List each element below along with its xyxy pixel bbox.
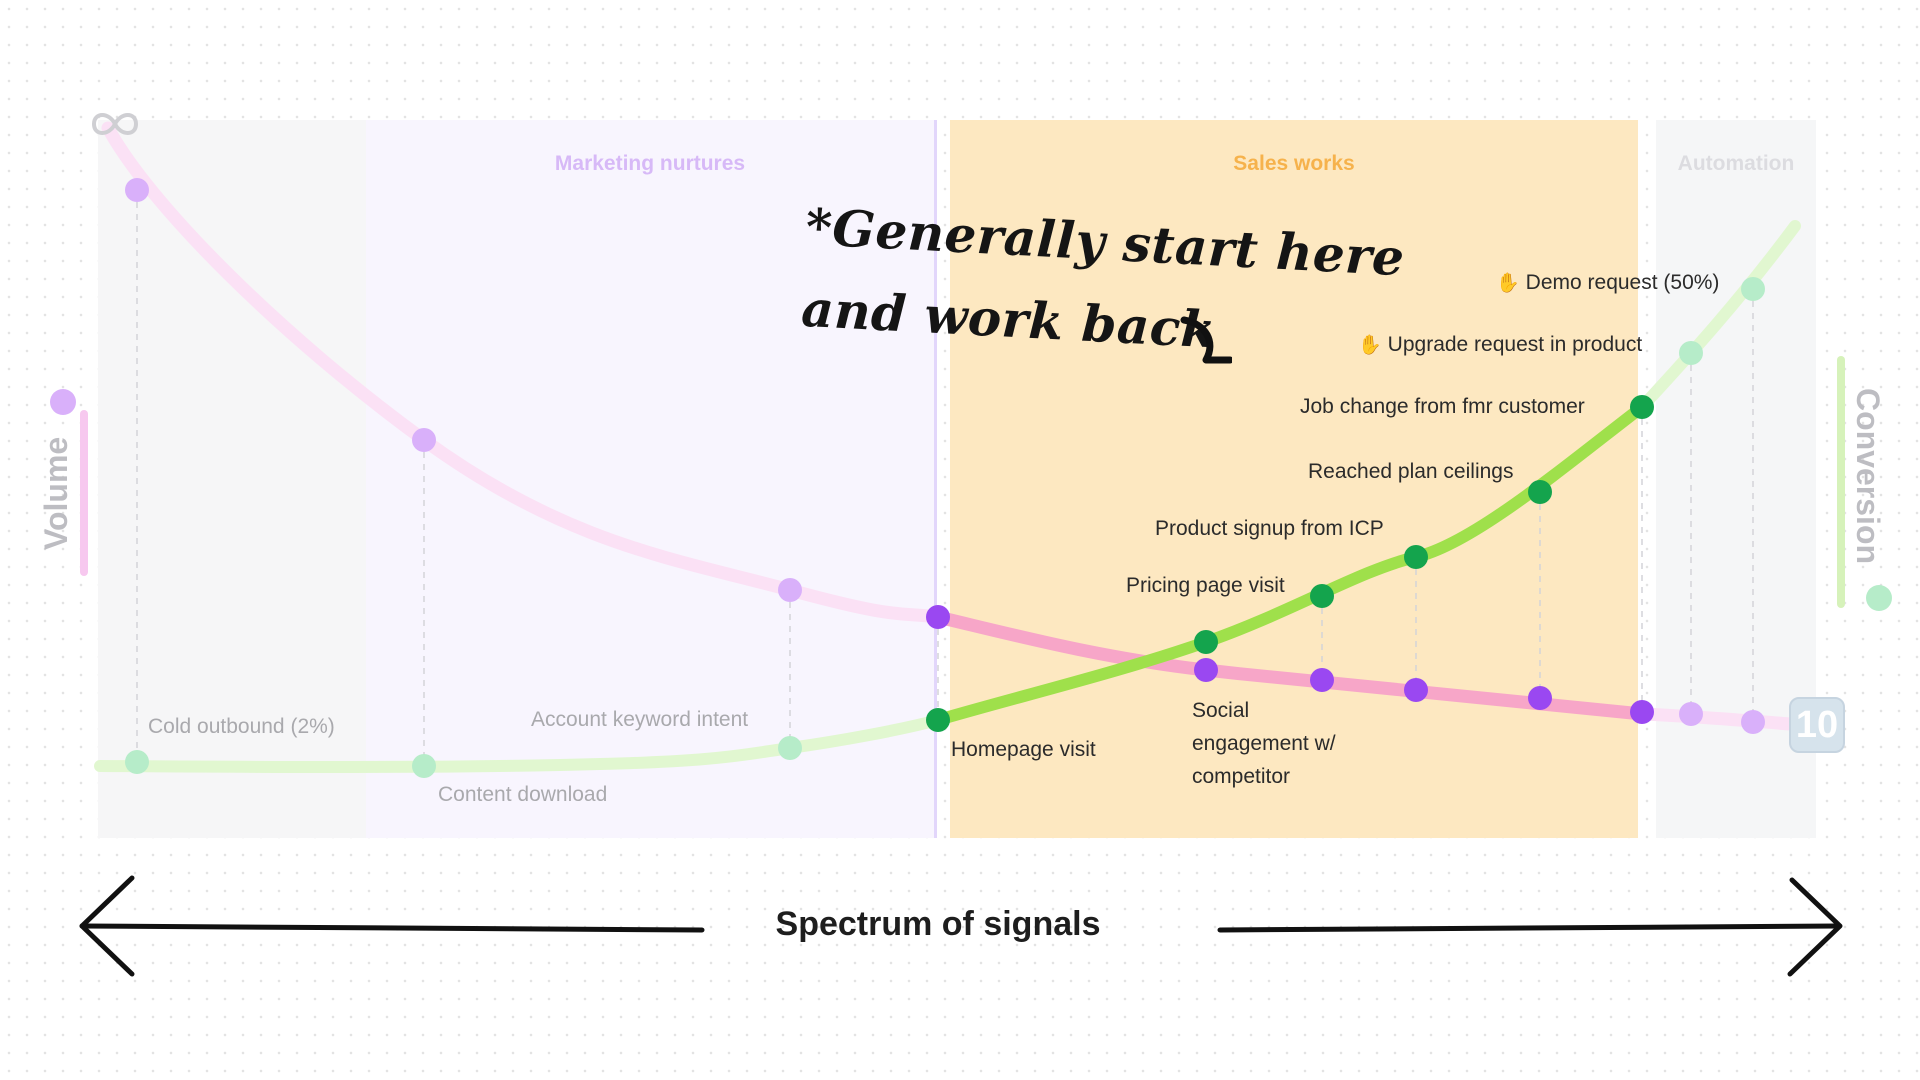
conversion-curve-tail xyxy=(1636,220,1801,413)
conversion-point-keyword-intent xyxy=(778,736,802,760)
right-arrow-icon xyxy=(1787,877,1843,977)
signal-label-pricing-page-visit: Pricing page visit xyxy=(1126,574,1285,597)
volume-curve-sales xyxy=(931,610,1649,721)
conversion-axis-label: Conversion xyxy=(1850,388,1886,565)
conversion-point-demo xyxy=(1741,277,1765,301)
spectrum-double-arrow xyxy=(79,875,1843,977)
conversion-point-signup xyxy=(1404,545,1428,569)
conversion-legend-dot xyxy=(1866,585,1892,611)
volume-point-homepage xyxy=(926,605,950,629)
spectrum-title: Spectrum of signals xyxy=(775,905,1101,943)
volume-point-signup xyxy=(1404,678,1428,702)
signal-label-cold-outbound: Cold outbound (2%) xyxy=(148,715,335,738)
conversion-curve-faded xyxy=(94,714,944,773)
zone-marketing-label: Marketing nurtures xyxy=(554,152,746,175)
conversion-point-social xyxy=(1194,630,1218,654)
zone-automation-label: Automation xyxy=(1677,152,1795,175)
right-arrow-shaft xyxy=(1217,923,1841,933)
volume-point-upgrade xyxy=(1679,702,1703,726)
volume-legend-dot xyxy=(50,389,76,415)
conversion-axis-bar xyxy=(1837,356,1845,608)
volume-point-demo xyxy=(1741,710,1765,734)
conversion-point-cold-outbound xyxy=(125,750,149,774)
signal-label-job-change: Job change from fmr customer xyxy=(1300,395,1585,418)
volume-axis: Volume xyxy=(38,400,78,560)
handwritten-note: *Generally start here and work back xyxy=(799,186,1406,381)
volume-axis-bar xyxy=(80,410,88,576)
volume-point-plan-ceilings xyxy=(1528,686,1552,710)
raised-hand-icon: ✋ xyxy=(1496,273,1520,294)
raised-hand-icon: ✋ xyxy=(1358,335,1382,356)
curved-arrow-icon xyxy=(1180,316,1232,364)
signal-label-social-engagement: Social engagement w/ competitor xyxy=(1192,699,1336,788)
volume-point-social xyxy=(1194,658,1218,682)
volume-curve-tail xyxy=(1635,707,1797,731)
conversion-point-content-download xyxy=(412,754,436,778)
volume-points xyxy=(125,178,1765,734)
conversion-point-job-change xyxy=(1630,395,1654,419)
zone-unlabeled xyxy=(98,120,366,838)
conversion-point-plan-ceilings xyxy=(1528,480,1552,504)
conversion-axis: Conversion xyxy=(1850,380,1890,600)
zone-sales-label: Sales works xyxy=(1233,152,1355,175)
signal-label-product-signup: Product signup from ICP xyxy=(1155,517,1384,540)
volume-point-keyword-intent xyxy=(778,578,802,602)
signal-label-demo-request: Demo request (50%) xyxy=(1525,271,1720,294)
guide-lines xyxy=(136,190,1754,766)
infinity-icon xyxy=(84,104,146,144)
conversion-points xyxy=(125,277,1765,778)
volume-point-job-change xyxy=(1630,700,1654,724)
signal-label-upgrade-request: Upgrade request in product xyxy=(1387,333,1643,356)
left-arrow-shaft xyxy=(79,923,705,933)
conversion-point-homepage xyxy=(926,708,950,732)
volume-axis-label: Volume xyxy=(38,436,74,550)
zone-marketing-nurtures: Marketing nurtures xyxy=(366,120,937,838)
signal-upgrade-request: ✋Upgrade request in product xyxy=(1358,332,1642,358)
ten-badge: 10 xyxy=(1789,697,1845,753)
zone-sales-works: Sales works xyxy=(950,120,1638,838)
volume-point-cold-outbound xyxy=(125,178,149,202)
volume-curve xyxy=(101,121,1797,731)
signal-label-reached-plan-ceilings: Reached plan ceilings xyxy=(1308,460,1514,483)
signal-label-content-download: Content download xyxy=(438,783,608,806)
signal-label-account-keyword-intent: Account keyword intent xyxy=(531,708,749,731)
signal-demo-request: ✋Demo request (50%) xyxy=(1496,270,1719,296)
volume-point-content-download xyxy=(412,428,436,452)
volume-point-pricing xyxy=(1310,668,1334,692)
signal-label-homepage-visit: Homepage visit xyxy=(951,738,1096,761)
conversion-point-upgrade xyxy=(1679,341,1703,365)
volume-curve-faded xyxy=(101,121,945,624)
conversion-point-pricing xyxy=(1310,584,1334,608)
